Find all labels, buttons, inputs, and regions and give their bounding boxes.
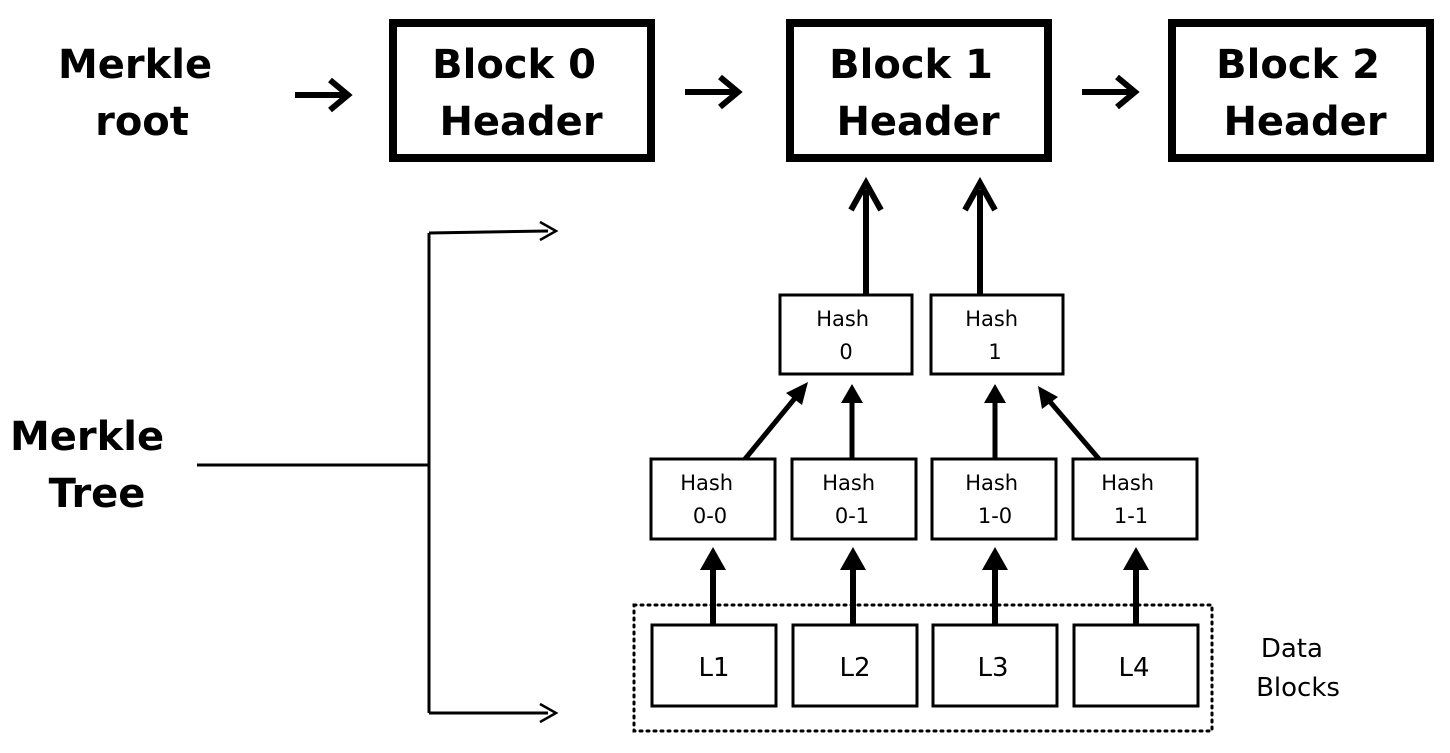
svg-text:L4: L4 [1118, 653, 1149, 683]
arrow-hash00-to-hash0 [743, 382, 808, 461]
svg-text:Hash 0-1: Hash 0-1 [822, 471, 882, 528]
tree-bracket [197, 220, 559, 724]
arrow-l1-to-hash00 [700, 547, 726, 625]
svg-text:Hash 0: Hash 0 [816, 307, 876, 364]
svg-text:L3: L3 [977, 653, 1008, 683]
svg-text:Block 1 Header: Block 1 Header [829, 42, 1007, 145]
data-blocks-container [632, 603, 1214, 733]
hash-1-box: Hash 1 [929, 293, 1065, 376]
hash-1-1-box: Hash 1-1 [1071, 457, 1199, 541]
arrow-hash11-to-hash1 [1038, 386, 1101, 461]
leaf-l4-box: L4 [1072, 623, 1200, 708]
arrow-l2-to-hash01 [840, 547, 866, 625]
arrow-l3-to-hash10 [982, 547, 1008, 625]
svg-text:L2: L2 [839, 653, 870, 683]
arrow-hash01-to-hash0 [841, 384, 863, 459]
block-1-header: Block 1 Header [786, 19, 1052, 162]
svg-text:L1: L1 [698, 653, 729, 683]
chain-arrow-1 [295, 77, 353, 113]
arrow-l4-to-hash11 [1123, 547, 1149, 625]
block-0-header: Block 0 Header [389, 19, 655, 162]
svg-text:Block 2 Header: Block 2 Header [1216, 42, 1394, 145]
hash-0-box: Hash 0 [778, 293, 914, 376]
arrow-hash10-to-hash1 [984, 384, 1006, 459]
merkle-root-label: Merkle root [58, 42, 226, 145]
svg-text:Block 0 Header: Block 0 Header [432, 42, 610, 145]
block-2-header: Block 2 Header [1168, 19, 1434, 162]
arrow-hash0-to-block1 [848, 176, 884, 295]
arrow-hash1-to-block1 [962, 176, 998, 295]
leaf-l3-box: L3 [931, 623, 1059, 708]
leaf-l2-box: L2 [791, 623, 919, 708]
leaf-l1-box: L1 [650, 623, 778, 708]
svg-text:Hash 0-0: Hash 0-0 [680, 471, 740, 528]
hash-0-0-box: Hash 0-0 [649, 457, 777, 541]
merkle-tree-label: Merkle Tree [10, 414, 178, 517]
chain-arrow-3 [1082, 74, 1140, 110]
svg-text:Hash 1-1: Hash 1-1 [1101, 471, 1161, 528]
hash-0-1-box: Hash 0-1 [790, 457, 918, 541]
svg-text:Hash 1-0: Hash 1-0 [965, 471, 1025, 528]
chain-arrow-2 [685, 74, 743, 110]
data-blocks-label: Data Blocks [1256, 634, 1340, 703]
svg-text:Hash 1: Hash 1 [965, 307, 1025, 364]
hash-1-0-box: Hash 1-0 [930, 457, 1058, 541]
